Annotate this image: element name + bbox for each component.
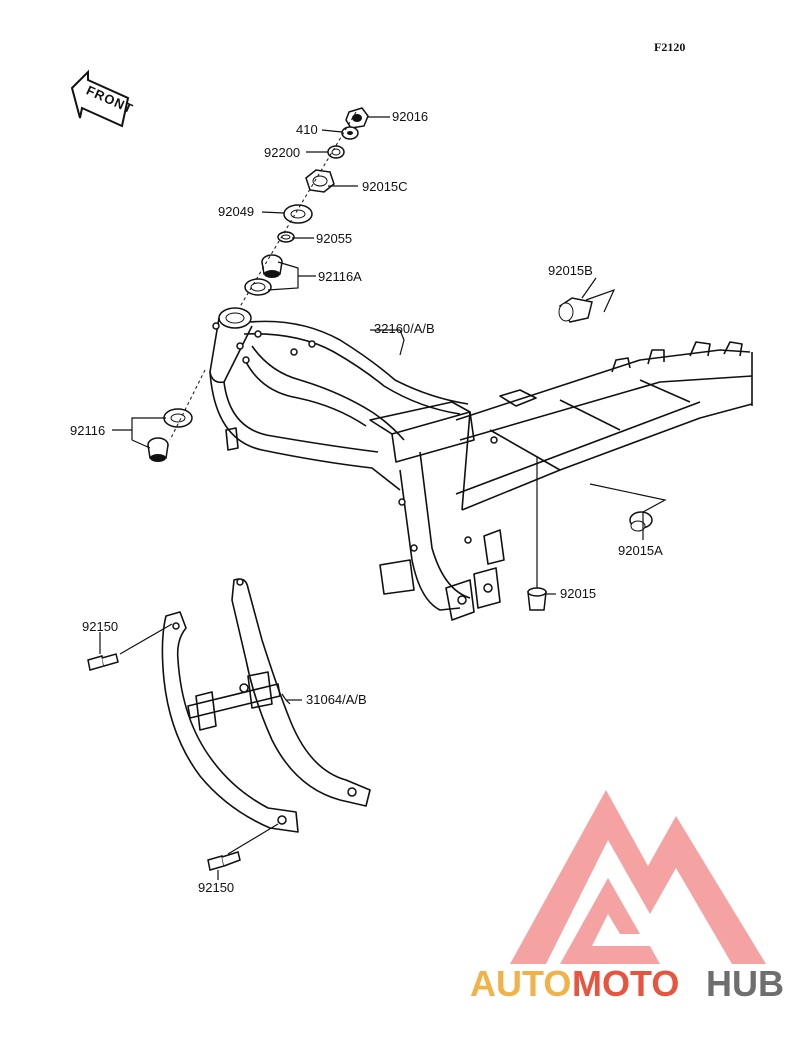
watermark-hub: HUB — [706, 963, 784, 1004]
watermark-moto: MOTO — [572, 963, 679, 1004]
bolt-bottom-icon — [207, 851, 241, 871]
watermark-logo — [510, 790, 766, 964]
callout-92015B: 92015B — [548, 263, 593, 278]
page-code: F2120 — [654, 40, 685, 54]
callout-92116: 92116 — [70, 423, 105, 438]
callout-32160: 32160/A/B — [374, 321, 435, 336]
upper-bearing-icon — [261, 254, 283, 278]
callout-92015C: 92015C — [362, 179, 408, 194]
o-ring-icon — [277, 231, 295, 243]
oil-seal-icon — [283, 204, 313, 224]
callout-92015A: 92015A — [618, 543, 663, 558]
cap-92015A-icon — [629, 511, 653, 532]
main-frame — [209, 307, 753, 621]
stem-locknut-icon — [305, 169, 335, 193]
upper-race-icon — [244, 278, 272, 296]
callout-92200: 92200 — [264, 145, 300, 160]
callout-410: 410 — [296, 122, 318, 137]
callout-92150-bottom: 92150 — [198, 880, 234, 895]
callout-92049: 92049 — [218, 204, 254, 219]
cap-92015-icon — [527, 587, 547, 611]
callout-31064: 31064/A/B — [306, 692, 367, 707]
watermark-text: AUTO MOTO HUB — [470, 963, 784, 1004]
bolt-top-icon — [87, 653, 119, 671]
callout-92055: 92055 — [316, 231, 352, 246]
front-subframe — [161, 578, 371, 833]
cap-92015B-icon — [558, 297, 593, 323]
callout-92116A: 92116A — [318, 269, 362, 284]
ring-92200-icon — [327, 145, 345, 159]
stem-nut-icon — [345, 107, 369, 129]
callout-92015: 92015 — [560, 586, 596, 601]
lower-race-icon — [163, 408, 193, 428]
callout-92016: 92016 — [392, 109, 428, 124]
lower-bearing-icon — [147, 437, 169, 462]
callout-92150-top: 92150 — [82, 619, 118, 634]
front-arrow-icon: FRONT — [70, 69, 136, 128]
washer-410-icon — [341, 126, 359, 140]
leader-lines — [99, 116, 667, 880]
steering-stem-parts — [147, 107, 369, 462]
watermark-auto: AUTO — [470, 963, 571, 1004]
